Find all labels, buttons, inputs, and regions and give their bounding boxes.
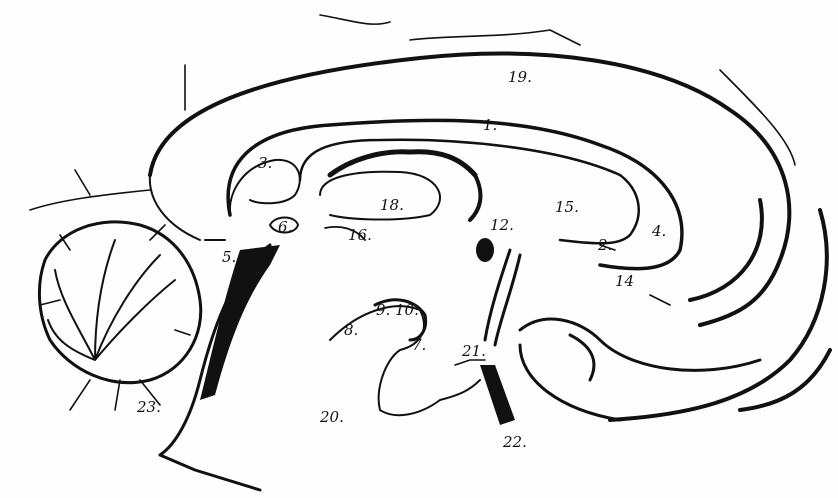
frontal-pole-curve xyxy=(610,210,827,420)
orbital-curve xyxy=(690,200,830,410)
label-3: 3. xyxy=(258,154,272,172)
label-19: 19. xyxy=(508,68,532,86)
frontal-sulcus xyxy=(720,70,795,165)
label-16: 16. xyxy=(348,226,372,244)
label-22: 22. xyxy=(502,433,527,451)
label-23: 23. xyxy=(136,398,161,416)
label-21: 21. xyxy=(461,342,486,360)
temporal-lower xyxy=(520,345,620,420)
label-4: 4. xyxy=(651,222,666,240)
lamina-terminalis xyxy=(485,250,520,345)
cerebellum-folia xyxy=(48,240,175,360)
label-1: 1. xyxy=(483,116,497,134)
label-20: 20. xyxy=(319,408,344,426)
label-9: 9. xyxy=(376,301,390,319)
fornix-column xyxy=(470,175,480,220)
optic-chiasm xyxy=(480,365,515,425)
label-12: 12. xyxy=(490,216,514,234)
label-18: 18. xyxy=(380,196,404,214)
label-6: 6. xyxy=(278,218,292,236)
temporal-curve-2 xyxy=(570,335,594,380)
label-7: 7. xyxy=(412,336,426,354)
tentorium-lines xyxy=(30,65,185,210)
label-8: 8. xyxy=(344,321,358,339)
label-14: 14 xyxy=(615,272,634,290)
chiasm-label-line xyxy=(455,360,485,365)
label-5: 5. xyxy=(222,248,236,266)
label-15: 15. xyxy=(555,198,579,216)
aqueduct-black xyxy=(200,245,280,400)
arachnoid-dashes xyxy=(600,245,670,305)
label-10: 10. xyxy=(395,301,419,319)
cortex-outline-upper xyxy=(150,175,225,240)
anterior-commissure xyxy=(476,238,494,262)
outer-sulcus-top xyxy=(320,15,580,45)
label-2: 2. xyxy=(597,236,612,254)
temporal-curve xyxy=(520,319,760,370)
cerebellum-outline xyxy=(39,222,200,383)
